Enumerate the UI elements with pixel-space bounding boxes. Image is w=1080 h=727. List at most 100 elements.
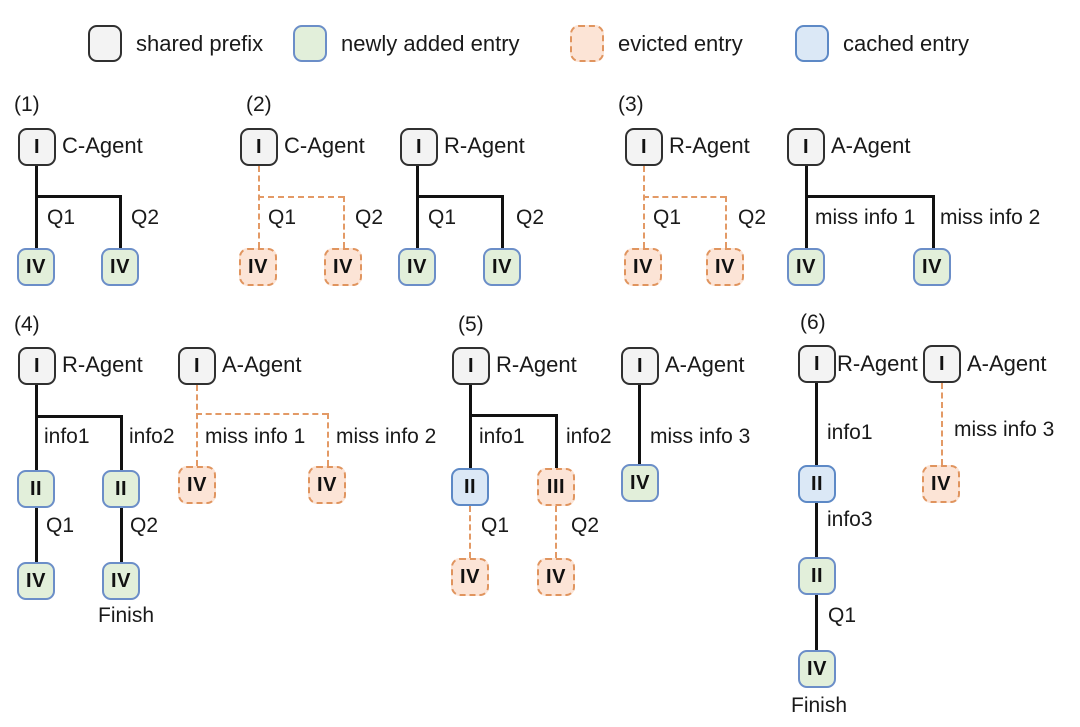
agent-label: A-Agent: [222, 352, 302, 377]
node-mid: II: [451, 468, 489, 506]
node-child: IV: [922, 465, 960, 503]
legend-item-shared: shared prefix: [88, 25, 263, 62]
edge-line-dashed: [555, 506, 557, 558]
node-root: I: [18, 347, 56, 385]
node-root: I: [400, 128, 438, 166]
edge-line: [815, 503, 818, 557]
edge-label: miss info 2: [940, 206, 1041, 229]
node-child: IV: [451, 558, 489, 596]
edge-line-dashed: [196, 413, 328, 415]
edge-label: miss info 2: [336, 425, 437, 448]
node-mid: III: [537, 468, 575, 506]
newly-added-swatch-icon: [293, 25, 327, 62]
edge-label: info2: [129, 425, 175, 448]
edge-label: info1: [827, 421, 873, 444]
node-root: I: [452, 347, 490, 385]
legend-item-cached: cached entry: [795, 25, 969, 62]
node-child: IV: [398, 248, 436, 286]
legend-label: cached entry: [843, 30, 969, 56]
panel-number: (5): [458, 313, 484, 336]
edge-label: miss info 3: [954, 418, 1055, 441]
node-child: IV: [913, 248, 951, 286]
edge-label: info1: [479, 425, 525, 448]
panel-number: (1): [14, 93, 40, 116]
node-child: IV: [798, 650, 836, 688]
edge-line-dashed: [643, 196, 726, 198]
node-child: IV: [101, 248, 139, 286]
finish-label: Finish: [791, 694, 848, 717]
panel-number: (6): [800, 311, 826, 334]
edge-label: Q1: [268, 206, 297, 229]
panel-number: (4): [14, 313, 40, 336]
node-root: I: [625, 128, 663, 166]
edge-line: [416, 166, 419, 248]
edge-label: miss info 3: [650, 425, 751, 448]
edge-line: [805, 195, 935, 198]
edge-line: [815, 595, 818, 650]
edge-label: Q2: [738, 206, 767, 229]
legend-label: shared prefix: [136, 30, 264, 56]
node-child: IV: [621, 464, 659, 502]
edge-label: Q2: [355, 206, 384, 229]
node-child: IV: [17, 562, 55, 600]
node-child: IV: [483, 248, 521, 286]
edge-label: miss info 1: [815, 206, 916, 229]
shared-prefix-swatch-icon: [88, 25, 122, 62]
finish-label: Finish: [98, 604, 155, 627]
edge-label: Q2: [571, 514, 600, 537]
edge-label: Q1: [653, 206, 682, 229]
node-child: IV: [787, 248, 825, 286]
node-root: I: [787, 128, 825, 166]
node-child: IV: [178, 466, 216, 504]
edge-line-dashed: [469, 506, 471, 558]
edge-label: Q2: [131, 206, 160, 229]
node-child: IV: [239, 248, 277, 286]
edge-line-dashed: [343, 196, 345, 248]
edge-line: [638, 385, 641, 464]
edge-line-dashed: [196, 385, 198, 466]
node-child: IV: [537, 558, 575, 596]
node-root: I: [18, 128, 56, 166]
agent-label: C-Agent: [62, 133, 143, 158]
edge-label: Q2: [130, 514, 159, 537]
node-root: I: [240, 128, 278, 166]
legend-label: evicted entry: [618, 30, 743, 56]
edge-line: [35, 415, 123, 418]
node-root: I: [798, 345, 836, 383]
edge-line: [35, 195, 122, 198]
edge-line-dashed: [327, 413, 329, 466]
edge-line: [120, 508, 123, 562]
edge-line: [932, 195, 935, 248]
edge-line: [120, 415, 123, 470]
edge-line: [501, 195, 504, 248]
edge-label: Q1: [46, 514, 75, 537]
edge-label: Q1: [828, 604, 857, 627]
agent-label: A-Agent: [967, 351, 1047, 376]
node-mid: II: [17, 470, 55, 508]
edge-line: [805, 166, 808, 248]
node-child: IV: [17, 248, 55, 286]
agent-label: C-Agent: [284, 133, 365, 158]
edge-line-dashed: [643, 166, 645, 248]
node-root: I: [621, 347, 659, 385]
edge-line: [469, 385, 472, 468]
cached-swatch-icon: [795, 25, 829, 62]
edge-line-dashed: [258, 166, 260, 248]
edge-line: [35, 166, 38, 248]
edge-label: info1: [44, 425, 90, 448]
edge-label: Q2: [516, 206, 545, 229]
panel-number: (3): [618, 93, 644, 116]
agent-label: R-Agent: [62, 352, 143, 377]
agent-label: R-Agent: [496, 352, 577, 377]
edge-line: [815, 383, 818, 465]
agent-label: A-Agent: [665, 352, 745, 377]
edge-line-dashed: [941, 383, 943, 465]
edge-line: [35, 508, 38, 562]
edge-label: Q1: [47, 206, 76, 229]
node-root: I: [178, 347, 216, 385]
node-mid: II: [798, 557, 836, 595]
agent-label: A-Agent: [831, 133, 911, 158]
node-child: IV: [706, 248, 744, 286]
evicted-swatch-icon: [570, 25, 604, 62]
